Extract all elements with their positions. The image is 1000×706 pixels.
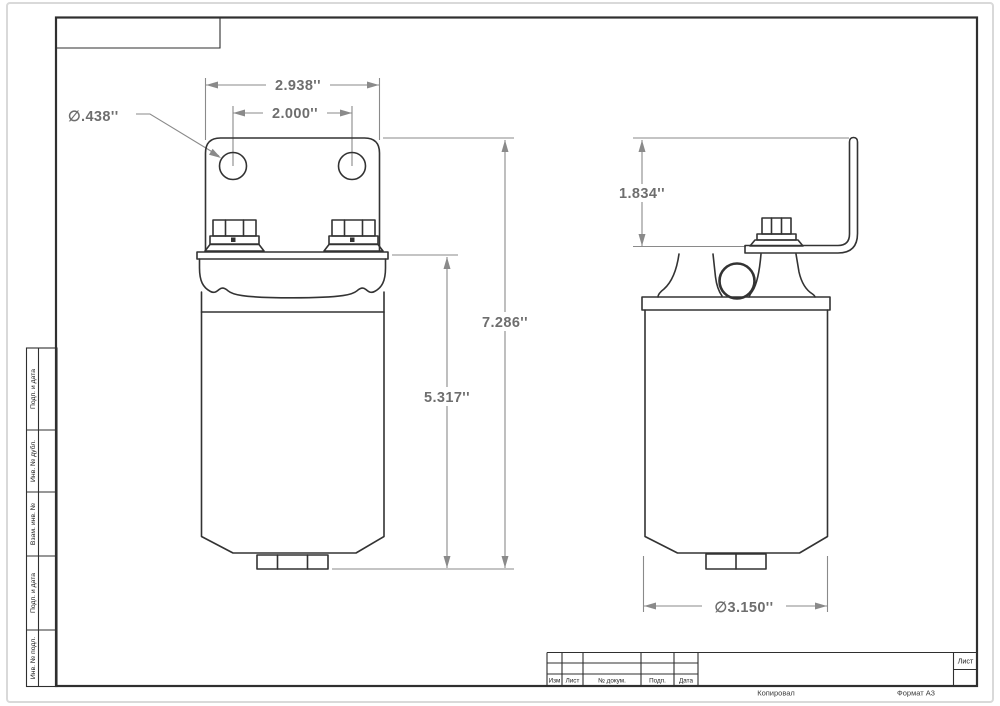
crimp-collar-side-left bbox=[657, 253, 723, 298]
outlet-nut-side bbox=[705, 553, 767, 570]
inlet-port-circle bbox=[718, 262, 756, 300]
main-frame bbox=[54, 16, 979, 688]
bracket-hole-right bbox=[337, 151, 367, 181]
dim-total-height-label: 7.286'' bbox=[482, 315, 528, 331]
title-col-izm: Изм bbox=[549, 678, 561, 685]
hole-diameter-label: ∅.438'' bbox=[68, 109, 119, 125]
crimp-collar-side-right bbox=[748, 253, 816, 298]
dim-hole-spacing bbox=[232, 106, 353, 166]
title-col-podp: Подп. bbox=[649, 678, 666, 685]
dim-body-height bbox=[392, 254, 458, 568]
paper-border bbox=[6, 2, 994, 703]
crimp-collar-front bbox=[198, 258, 387, 299]
top-flange-front bbox=[196, 251, 389, 260]
bolt-right bbox=[323, 219, 384, 252]
dim-bracket-height-label: 1.834'' bbox=[619, 186, 665, 202]
outlet-nut-front bbox=[256, 554, 329, 570]
sidebar-cell-label: Инв. № подл. bbox=[30, 637, 37, 679]
top-left-block bbox=[56, 17, 221, 49]
footer-copied-by: Копировал bbox=[757, 689, 795, 698]
top-flange-side bbox=[641, 296, 831, 311]
sidebar-cell-label: Подп. и дата bbox=[30, 573, 37, 613]
sidebar-cell-label: Инв. № дубл. bbox=[29, 440, 37, 482]
dim-body-diameter-label: ∅3.150'' bbox=[714, 600, 773, 616]
footer-format: Формат A3 bbox=[897, 689, 935, 698]
dim-outer-width-label: 2.938'' bbox=[275, 78, 321, 94]
title-col-data: Дата bbox=[679, 678, 693, 685]
bracket-hole-left bbox=[218, 151, 248, 181]
bolt-left bbox=[204, 219, 265, 252]
dim-body-height-label: 5.317'' bbox=[424, 390, 470, 406]
bolt-side bbox=[749, 217, 804, 247]
drawing-frame: Подп. и дата Инв. № дубл. Взам. инв. № П… bbox=[25, 16, 979, 698]
filter-body-side bbox=[644, 309, 829, 554]
front-view-dimensions bbox=[136, 78, 514, 570]
front-view bbox=[196, 137, 389, 570]
title-col-list: Лист bbox=[566, 678, 580, 685]
sidebar-cell-label: Подп. и дата bbox=[30, 369, 37, 409]
side-view-dimensions bbox=[633, 137, 849, 612]
leader-hole-diameter bbox=[136, 113, 221, 158]
title-col-docnum: № докум. bbox=[598, 678, 626, 685]
sidebar-cell-label: Взам. инв. № bbox=[30, 503, 37, 545]
title-block: Изм Лист № докум. Подп. Дата Лист bbox=[546, 651, 977, 686]
side-view bbox=[641, 136, 859, 570]
sidebar-columns: Подп. и дата Инв. № дубл. Взам. инв. № П… bbox=[25, 347, 58, 688]
filter-body-front bbox=[200, 291, 385, 554]
dimension-labels: 2.938'' 2.000'' ∅.438'' 7.286'' 5.317'' … bbox=[68, 76, 786, 616]
dim-hole-spacing-label: 2.000'' bbox=[272, 106, 318, 122]
dim-total-height bbox=[332, 137, 514, 570]
sheet-cell-label: Лист bbox=[958, 657, 974, 666]
mount-bracket-front bbox=[204, 137, 381, 252]
mount-bracket-side bbox=[744, 136, 859, 254]
